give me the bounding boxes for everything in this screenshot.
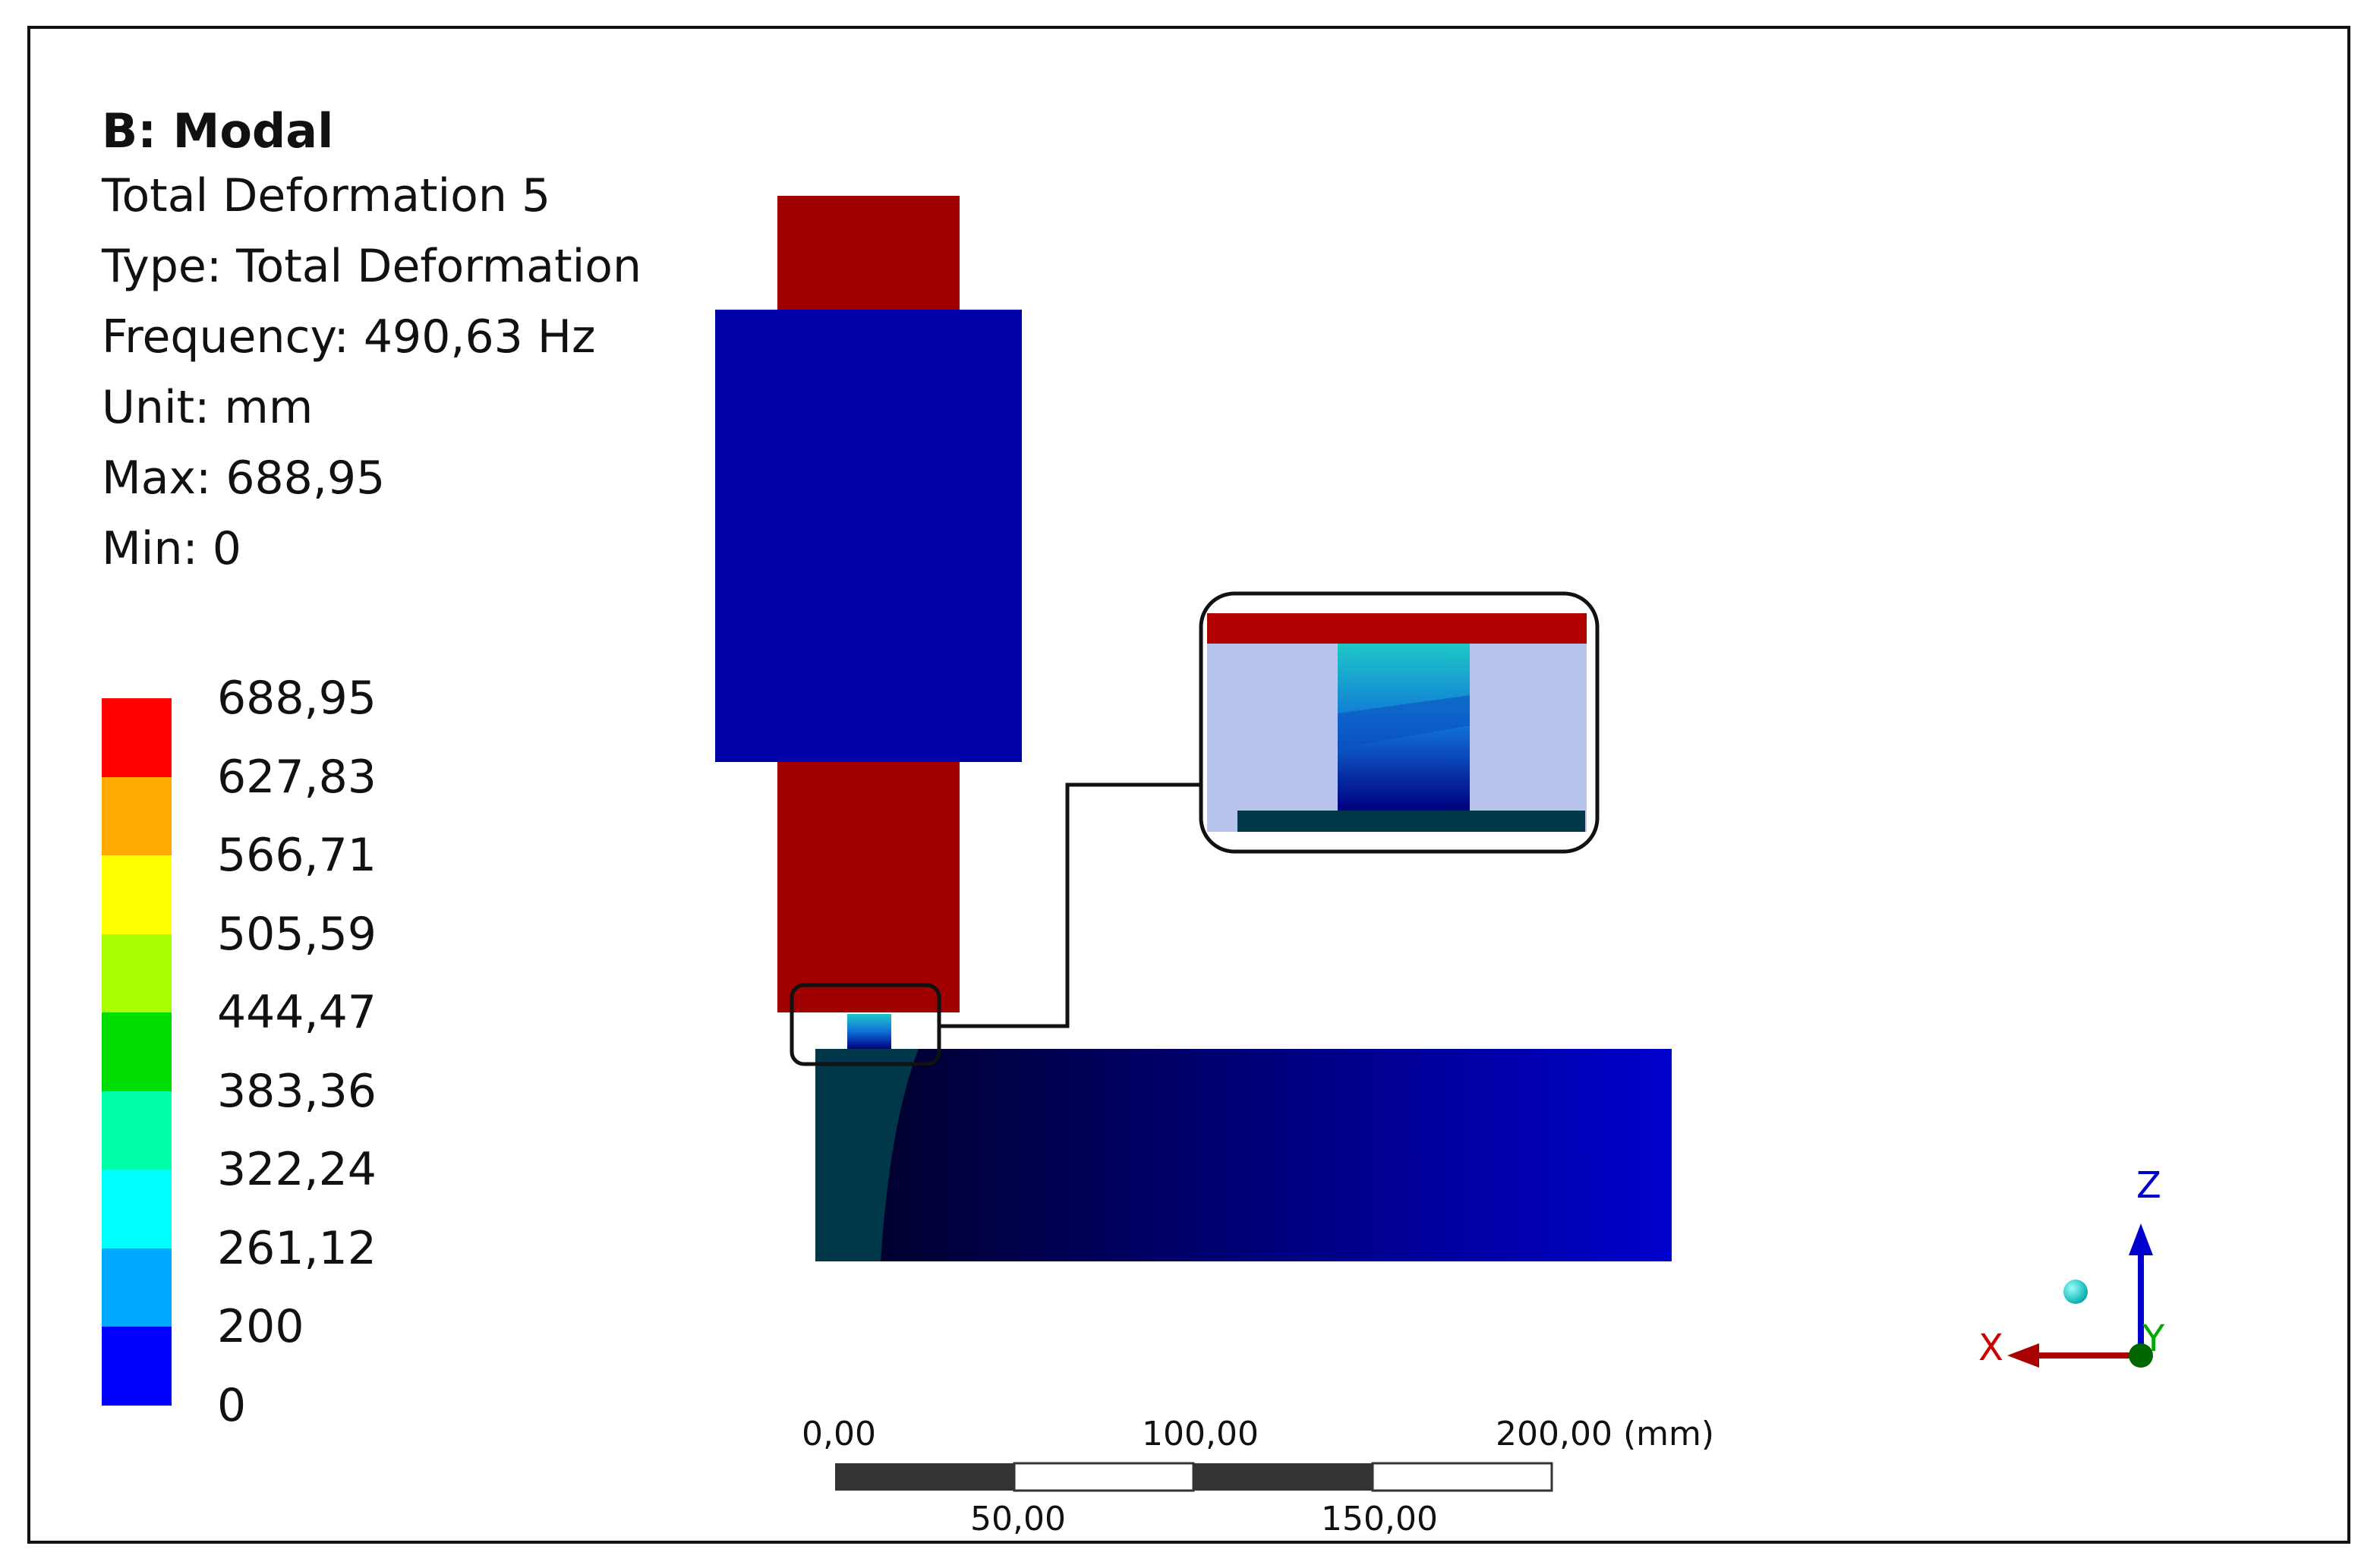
legend-color-bar[interactable] — [102, 698, 172, 1406]
scale-bar — [835, 1462, 1553, 1492]
legend-label: 200 — [217, 1300, 304, 1353]
result-info: B: Modal Total Deformation 5 Type: Total… — [102, 102, 641, 584]
legend-label: 261,12 — [217, 1221, 377, 1275]
shaft-top-part[interactable] — [777, 196, 960, 317]
legend-swatch — [102, 1091, 172, 1170]
analysis-title: B: Modal — [102, 103, 334, 159]
detail-leader-line — [939, 782, 1201, 1028]
legend-label: 505,59 — [217, 907, 377, 961]
base-block-edge — [815, 1049, 919, 1261]
y-axis-dot — [2129, 1343, 2153, 1368]
legend-labels: 688,95 627,83 566,71 505,59 444,47 383,3… — [217, 666, 377, 1452]
legend-swatch — [102, 1170, 172, 1248]
y-axis-label: Y — [2142, 1318, 2165, 1360]
x-axis-arrow — [2007, 1343, 2039, 1368]
legend-label: 627,83 — [217, 750, 377, 804]
zoom-base-plate — [1237, 811, 1585, 832]
z-axis-arrow — [2129, 1223, 2153, 1255]
result-min: Min: 0 — [102, 522, 241, 575]
scale-label-0: 0,00 — [802, 1415, 876, 1453]
z-axis-label: Z — [2136, 1164, 2161, 1207]
base-block[interactable] — [815, 1049, 1672, 1261]
legend-label: 322,24 — [217, 1143, 377, 1196]
legend-label: 688,95 — [217, 672, 377, 725]
scale-label-50: 50,00 — [970, 1500, 1066, 1538]
legend-swatch — [102, 776, 172, 855]
legend-swatch — [102, 1012, 172, 1091]
result-type: Type: Total Deformation — [102, 240, 642, 293]
zoom-top-plate — [1207, 613, 1587, 644]
legend-swatch — [102, 934, 172, 1012]
legend-label: 0 — [217, 1378, 247, 1432]
legend-swatch — [102, 698, 172, 777]
legend-label: 383,36 — [217, 1064, 377, 1118]
result-unit: Unit: mm — [102, 381, 314, 434]
legend-label: 444,47 — [217, 986, 377, 1039]
scale-label-150: 150,00 — [1321, 1500, 1438, 1538]
result-frequency: Frequency: 490,63 Hz — [102, 310, 596, 364]
result-max: Max: 688,95 — [102, 452, 386, 505]
shaft-bottom-part[interactable] — [777, 762, 960, 1012]
legend-swatch — [102, 1248, 172, 1327]
legend-label: 566,71 — [217, 829, 377, 882]
result-name: Total Deformation 5 — [102, 169, 551, 222]
axis-triad[interactable]: Z X Y — [1978, 1164, 2165, 1369]
scale-label-200: 200,00 (mm) — [1496, 1415, 1714, 1453]
legend-swatch — [102, 855, 172, 934]
x-axis-label: X — [1978, 1327, 2003, 1369]
connector-pin[interactable] — [847, 1014, 891, 1049]
zoom-callout[interactable] — [1199, 591, 1600, 854]
legend-swatch — [102, 1327, 172, 1406]
triad-sphere — [2063, 1280, 2088, 1304]
scale-label-100: 100,00 — [1142, 1415, 1259, 1453]
mass-block[interactable] — [715, 310, 1022, 762]
